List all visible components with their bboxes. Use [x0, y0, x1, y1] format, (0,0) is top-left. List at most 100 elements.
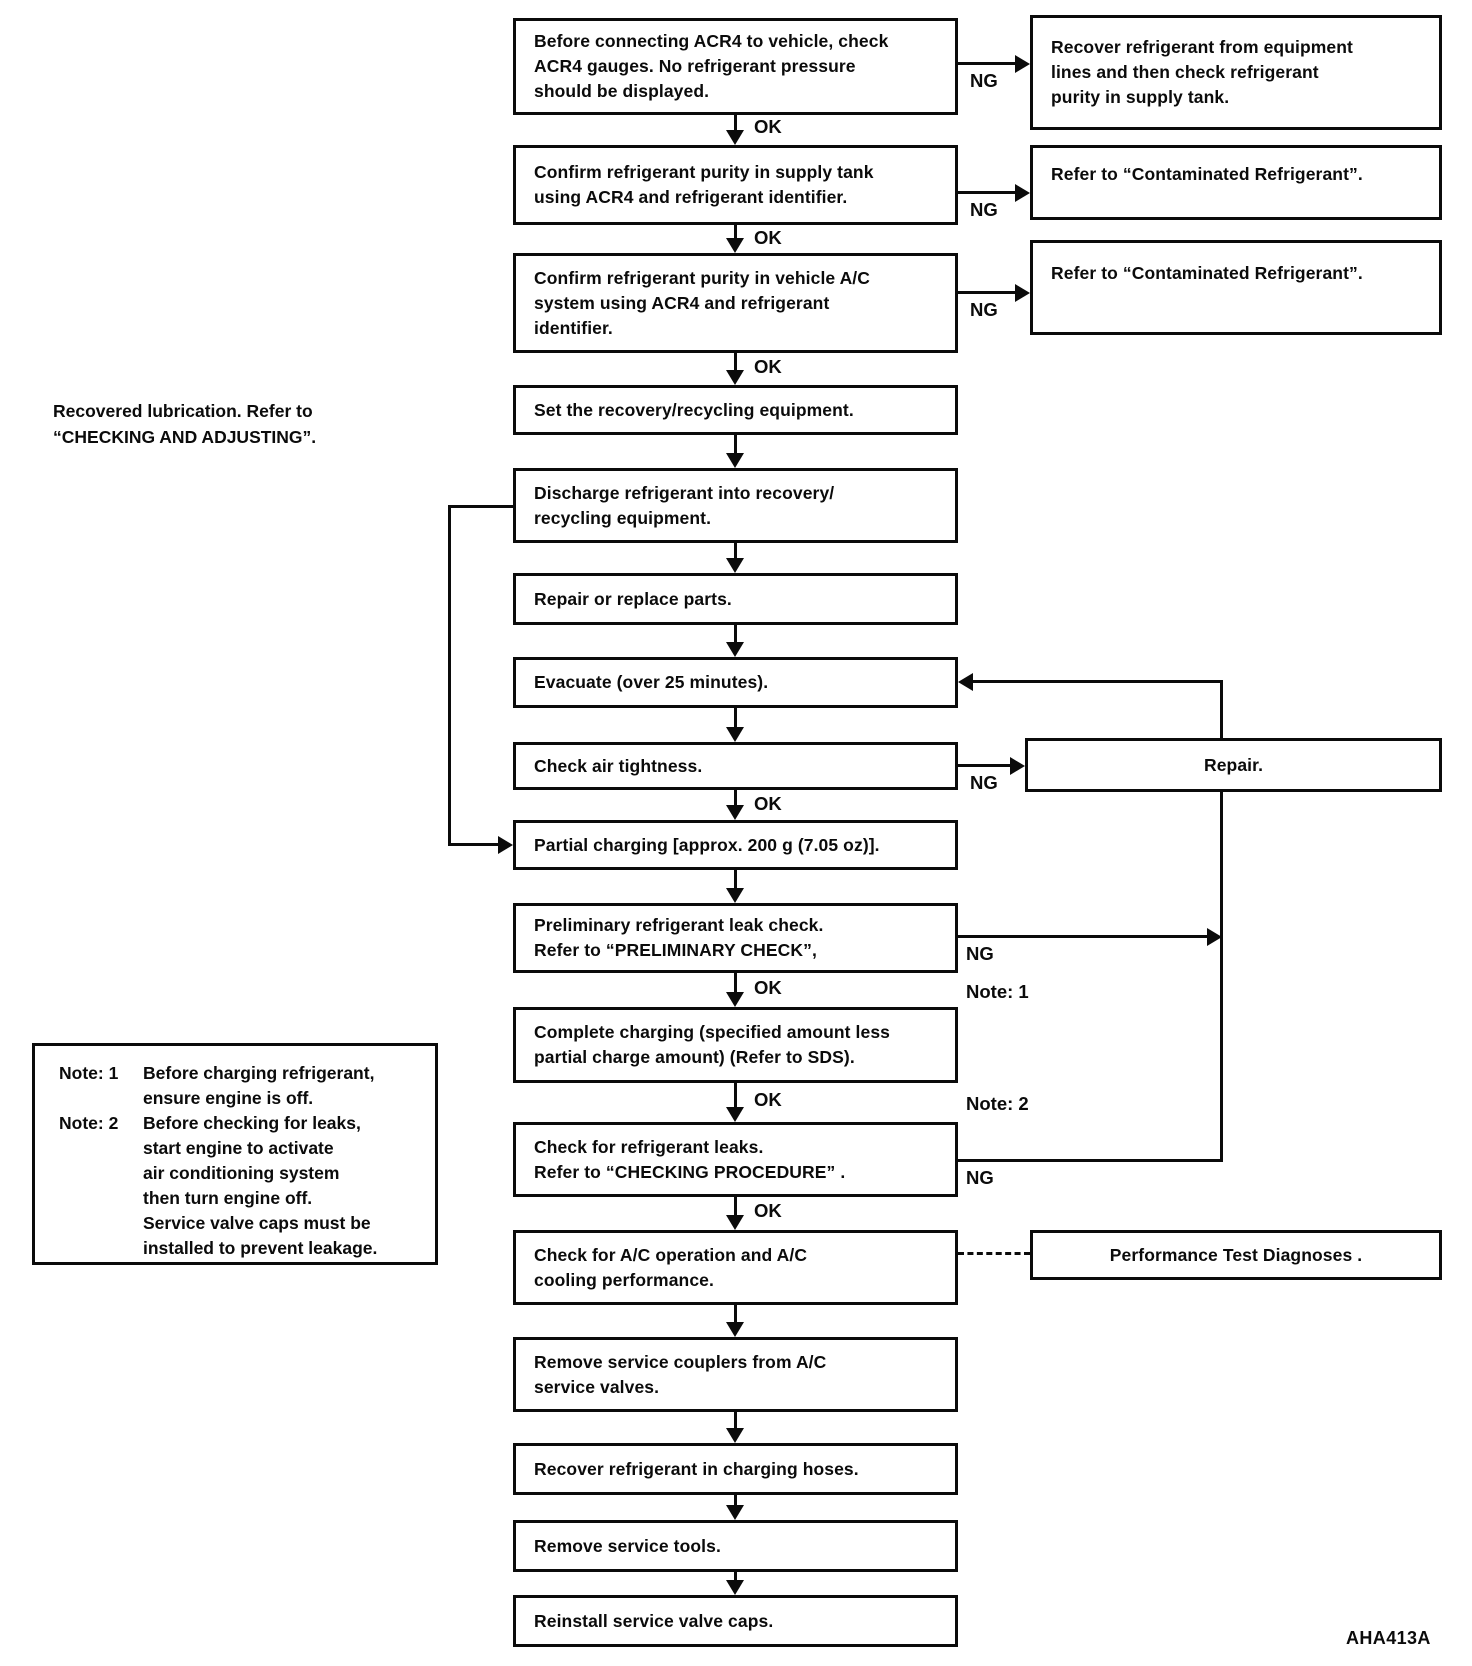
ng-label: NG: [970, 772, 998, 793]
ng-label: NG: [970, 299, 998, 320]
text-line: system using ACR4 and refrigerant: [534, 292, 830, 313]
connector-line: [734, 625, 737, 644]
note-text: start engine to activate: [143, 1138, 334, 1158]
note-line: then turn engine off.: [59, 1186, 435, 1211]
connector-line: [448, 843, 499, 846]
ok-label: OK: [754, 1089, 782, 1110]
note-line: Note: 1 Before charging refrigerant,: [59, 1061, 435, 1086]
connector-line: [958, 291, 1016, 294]
arrowhead-left: [958, 673, 973, 691]
connector-line: [972, 680, 1223, 683]
note-line: Service valve caps must be: [59, 1211, 435, 1236]
ok-label: OK: [754, 977, 782, 998]
arrowhead-down: [726, 1428, 744, 1443]
arrowhead-down: [726, 642, 744, 657]
connector-line: [734, 115, 737, 132]
note-text: installed to prevent leakage.: [143, 1238, 378, 1258]
note-text: air conditioning system: [143, 1163, 340, 1183]
text-line: identifier.: [534, 317, 613, 338]
text-line: Evacuate (over 25 minutes).: [534, 672, 769, 692]
connector-line: [734, 1197, 737, 1217]
figure-code: AHA413A: [1346, 1628, 1431, 1648]
text-line: Performance Test Diagnoses .: [1109, 1244, 1363, 1265]
text-line: Check for A/C operation and A/C: [534, 1244, 808, 1265]
arrowhead-right: [1015, 184, 1030, 202]
text-line: recycling equipment.: [534, 507, 712, 528]
connector-line: [958, 191, 1016, 194]
side-box-contaminated-refrigerant-1: Refer to “Contaminated Refrigerant”.: [1030, 145, 1442, 220]
text-line: Refer to “PRELIMINARY CHECK”,: [534, 940, 817, 960]
connector-line: [734, 543, 737, 560]
arrowhead-right: [1010, 757, 1025, 775]
note-number-label: Note: 1: [59, 1063, 119, 1083]
text-line: cooling performance.: [534, 1269, 714, 1290]
connector-line: [958, 62, 1016, 65]
note-1-ref-label: Note: 1: [966, 981, 1029, 1002]
flow-step-reinstall-valve-caps: Reinstall service valve caps.: [513, 1595, 958, 1647]
text-line: should be displayed.: [534, 81, 710, 101]
arrowhead-down: [726, 1322, 744, 1337]
flow-step-recover-charging-hoses: Recover refrigerant in charging hoses.: [513, 1443, 958, 1495]
arrowhead-down: [726, 805, 744, 820]
arrowhead-right: [1015, 55, 1030, 73]
connector-line: [734, 1083, 737, 1109]
text-line: Check for refrigerant leaks.: [534, 1136, 764, 1157]
note-line: ensure engine is off.: [59, 1086, 435, 1111]
text-line: Remove service couplers from A/C: [534, 1351, 827, 1372]
recovered-lubrication-note: Recovered lubrication. Refer to “CHECKIN…: [53, 398, 316, 450]
flow-step-check-acr4-gauges: Before connecting ACR4 to vehicle, check…: [513, 18, 958, 115]
ok-label: OK: [754, 1200, 782, 1221]
note-text: Before charging refrigerant,: [143, 1063, 375, 1083]
connector-line: [734, 973, 737, 994]
note-2-ref-label: Note: 2: [966, 1093, 1029, 1114]
note-line: start engine to activate: [59, 1136, 435, 1161]
arrowhead-down: [726, 727, 744, 742]
arrowhead-down: [726, 1580, 744, 1595]
ok-label: OK: [754, 227, 782, 248]
flow-step-preliminary-leak-check: Preliminary refrigerant leak check. Refe…: [513, 903, 958, 973]
text-line: Partial charging [approx. 200 g (7.05 oz…: [534, 834, 880, 855]
text-line: Recovered lubrication. Refer to: [53, 401, 313, 421]
note-number-label: Note: 2: [59, 1113, 119, 1133]
arrowhead-right: [1207, 928, 1222, 946]
connector-line: [958, 935, 1207, 938]
flow-step-evacuate: Evacuate (over 25 minutes).: [513, 657, 958, 708]
arrowhead-down: [726, 888, 744, 903]
flow-step-remove-service-couplers: Remove service couplers from A/C service…: [513, 1337, 958, 1412]
arrowhead-down: [726, 238, 744, 253]
notes-box: Note: 1 Before charging refrigerant, ensu…: [32, 1043, 438, 1265]
ok-label: OK: [754, 793, 782, 814]
note-line: air conditioning system: [59, 1161, 435, 1186]
text-line: “CHECKING AND ADJUSTING”.: [53, 427, 317, 447]
flow-step-partial-charging: Partial charging [approx. 200 g (7.05 oz…: [513, 820, 958, 870]
flow-step-confirm-purity-vehicle: Confirm refrigerant purity in vehicle A/…: [513, 253, 958, 353]
text-line: using ACR4 and refrigerant identifier.: [534, 187, 848, 207]
text-line: Preliminary refrigerant leak check.: [534, 915, 824, 935]
text-line: Confirm refrigerant purity in vehicle A/…: [534, 267, 871, 288]
ng-label: NG: [966, 1167, 994, 1188]
connector-line: [448, 505, 451, 846]
text-line: partial charge amount) (Refer to SDS).: [534, 1047, 855, 1067]
flow-step-set-equipment: Set the recovery/recycling equipment.: [513, 385, 958, 435]
connector-line: [1220, 680, 1223, 741]
connector-line: [734, 1572, 737, 1582]
text-line: Reinstall service valve caps.: [534, 1610, 774, 1631]
connector-line: [734, 1495, 737, 1507]
text-line: Repair or replace parts.: [534, 588, 732, 609]
note-text: Service valve caps must be: [143, 1213, 371, 1233]
connector-line: [734, 870, 737, 890]
connector-line: [734, 790, 737, 807]
arrowhead-down: [726, 453, 744, 468]
note-text: ensure engine is off.: [143, 1088, 314, 1108]
text-line: Before connecting ACR4 to vehicle, check: [534, 31, 889, 51]
flow-step-check-refrigerant-leaks: Check for refrigerant leaks. Refer to “C…: [513, 1122, 958, 1197]
text-line: Repair.: [1203, 754, 1264, 775]
connector-line: [1220, 792, 1223, 1162]
arrowhead-down: [726, 558, 744, 573]
text-line: Refer to “Contaminated Refrigerant”.: [1051, 263, 1363, 283]
flow-step-check-ac-operation: Check for A/C operation and A/C cooling …: [513, 1230, 958, 1305]
side-box-recover-equipment-lines: Recover refrigerant from equipment lines…: [1030, 15, 1442, 130]
connector-line: [448, 505, 513, 508]
